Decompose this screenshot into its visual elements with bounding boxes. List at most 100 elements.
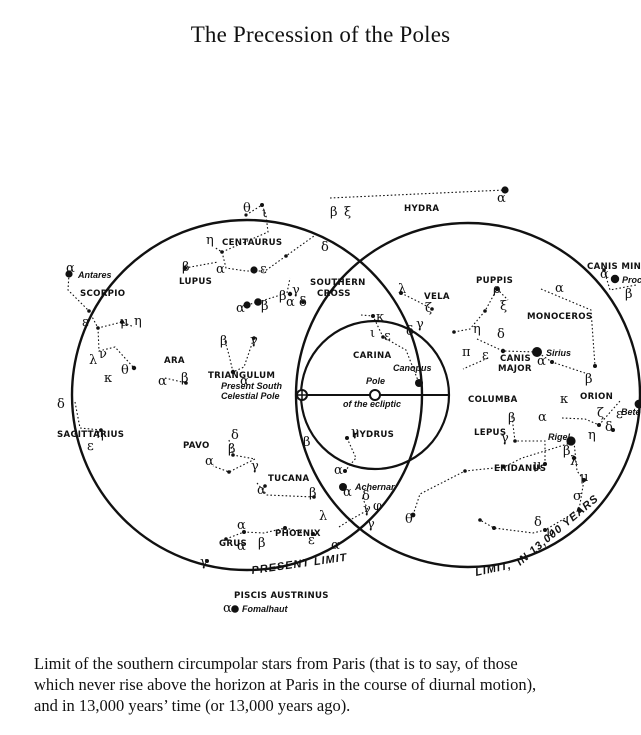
- star: [96, 326, 100, 330]
- canis-minor-label: CANIS MIN: [587, 262, 641, 272]
- present-south-label: Present South: [221, 381, 283, 391]
- svg-text:α: α: [205, 454, 214, 469]
- star: [184, 381, 188, 385]
- cross-label: CROSS: [317, 289, 351, 299]
- star: [250, 266, 258, 274]
- star: [577, 508, 581, 512]
- eridanus-label: ERIDANUS: [494, 464, 546, 474]
- figure-title: The Precession of the Poles: [190, 22, 451, 47]
- svg-text:γ: γ: [367, 517, 375, 532]
- svg-text:α: α: [237, 518, 246, 533]
- star: [244, 213, 248, 217]
- svg-text:ε: ε: [384, 329, 391, 344]
- svg-text:γ: γ: [200, 555, 208, 570]
- star: [343, 469, 347, 473]
- star: [543, 462, 547, 466]
- phoenix-label: PHOENIX: [275, 529, 321, 539]
- star: [260, 203, 264, 207]
- svg-text:λ: λ: [319, 509, 327, 524]
- star: [502, 465, 506, 469]
- procyon-star: [610, 274, 620, 284]
- svg-text:ξ: ξ: [500, 299, 507, 314]
- sirius-star: [532, 347, 542, 357]
- monoceros-label: MONOCEROS: [527, 312, 592, 322]
- star: [182, 265, 188, 271]
- svg-text:θ: θ: [405, 512, 413, 527]
- star: [284, 254, 288, 258]
- star: [513, 439, 517, 443]
- star: [501, 186, 509, 194]
- star: [263, 484, 267, 488]
- svg-text:α: α: [343, 485, 352, 500]
- svg-text:α: α: [600, 267, 609, 282]
- star: [301, 300, 305, 304]
- svg-text:η: η: [96, 427, 104, 442]
- svg-text:ε: ε: [616, 407, 623, 422]
- svg-text:ζ: ζ: [597, 406, 604, 421]
- svg-text:α: α: [555, 281, 564, 296]
- svg-text:κ: κ: [376, 310, 384, 325]
- svg-text:ε: ε: [87, 439, 94, 454]
- svg-text:α: α: [223, 601, 232, 616]
- svg-text:π: π: [462, 345, 471, 360]
- constellation-lines: [67, 189, 637, 540]
- star: [242, 530, 246, 534]
- svg-text:γ: γ: [250, 333, 258, 348]
- svg-text:α: α: [66, 261, 75, 276]
- svg-text:β: β: [330, 205, 338, 220]
- celestial-pole-label: Celestial Pole: [221, 391, 280, 401]
- centaurus-label: CENTAURUS: [222, 238, 282, 248]
- svg-text:ε: ε: [482, 348, 489, 363]
- svg-text:α: α: [497, 191, 506, 206]
- pole-label: Pole: [366, 376, 385, 386]
- ara-label: ARA: [164, 356, 185, 366]
- svg-text:β: β: [228, 442, 236, 457]
- svg-text:α: α: [334, 463, 343, 478]
- caption-line: and in 13,000 years’ time (or 13,000 yea…: [34, 696, 351, 715]
- star: [243, 301, 251, 309]
- star: [287, 291, 293, 297]
- star: [311, 532, 315, 536]
- star: [283, 526, 287, 530]
- orion-label: ORION: [580, 392, 613, 402]
- svg-text:α: α: [237, 539, 246, 554]
- svg-text:γ: γ: [251, 459, 259, 474]
- svg-text:δ: δ: [321, 240, 329, 255]
- svg-text:λ: λ: [570, 454, 578, 469]
- star: [227, 470, 231, 474]
- svg-text:η: η: [134, 314, 142, 329]
- svg-text:β: β: [279, 289, 287, 304]
- betelgeuse-label: Bete: [621, 407, 641, 417]
- svg-text:γ: γ: [416, 317, 424, 332]
- rigel-star: [566, 436, 576, 446]
- sagittarius-label: SAGITTARIUS: [57, 430, 124, 440]
- svg-text:κ: κ: [560, 392, 568, 407]
- columba-label: COLUMBA: [468, 395, 518, 405]
- svg-text:ε: ε: [308, 533, 315, 548]
- svg-text:α: α: [158, 374, 167, 389]
- svg-text:γ: γ: [501, 431, 509, 446]
- star: [597, 423, 601, 427]
- canopus-star: [415, 379, 423, 387]
- star: [611, 428, 615, 432]
- pavo-label: PAVO: [183, 441, 210, 451]
- svg-text:α: α: [240, 374, 249, 389]
- svg-text:ι: ι: [262, 206, 267, 221]
- star: [345, 436, 349, 440]
- svg-text:θ: θ: [243, 201, 251, 216]
- svg-text:η: η: [588, 428, 596, 443]
- svg-text:μ: μ: [120, 315, 128, 330]
- figure-caption: Limit of the southern circumpolar stars …: [34, 653, 634, 716]
- svg-text:ε: ε: [82, 315, 89, 330]
- svg-text:β: β: [625, 287, 633, 302]
- svg-text:δ: δ: [299, 295, 307, 310]
- svg-text:ξ: ξ: [344, 205, 351, 220]
- svg-text:δ: δ: [497, 327, 505, 342]
- star: [87, 309, 91, 313]
- lepus-label: LEPUS: [474, 428, 506, 438]
- svg-text:θ: θ: [121, 363, 129, 378]
- star: [224, 537, 228, 541]
- svg-text:φ: φ: [373, 499, 382, 514]
- scorpio-label: SCORPIO: [80, 289, 125, 299]
